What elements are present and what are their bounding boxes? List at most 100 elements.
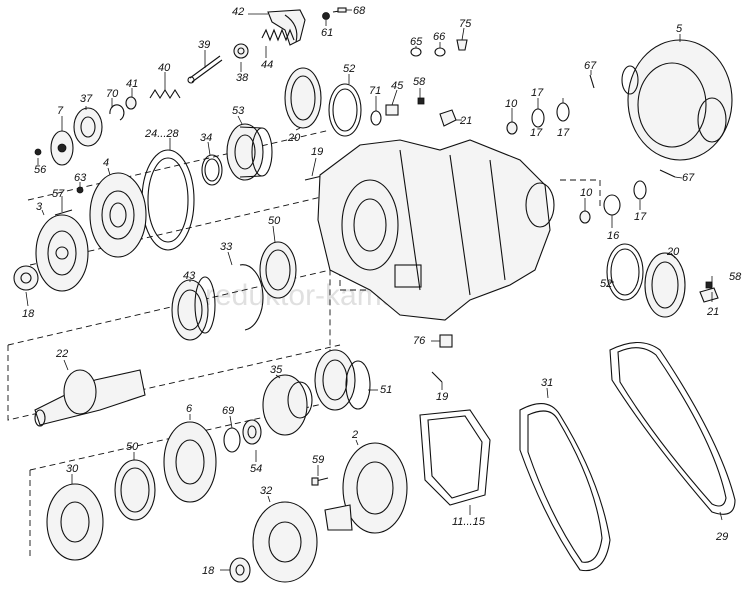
part-50-seal-upper [259, 241, 297, 299]
part-18-nut-lower [229, 557, 251, 583]
callout-50-b: 50 [126, 441, 139, 453]
part-37-cover [73, 107, 103, 147]
callout-11-15: 11...15 [452, 516, 486, 528]
part-71-washer [370, 110, 382, 126]
part-6-clutch-hub [163, 421, 217, 503]
callout-52: 52 [343, 63, 355, 75]
part-69-ring [223, 427, 241, 453]
callout-42: 42 [232, 6, 244, 18]
part-29-gasket [609, 341, 736, 515]
callout-44: 44 [261, 59, 273, 71]
part-21-plate [439, 109, 457, 127]
callout-7: 7 [57, 105, 64, 117]
part-56-bolt [34, 148, 42, 156]
part-63-pin [76, 186, 84, 194]
callout-6: 6 [186, 403, 193, 415]
part-58-bolt [417, 97, 425, 105]
callout-67-b: 67 [682, 172, 695, 184]
callout-19-b: 19 [436, 391, 448, 403]
part-44-spring [261, 28, 295, 42]
callout-51: 51 [380, 384, 392, 396]
part-17-ring-a [531, 108, 545, 128]
part-16-lock [603, 194, 621, 216]
part-20-synchro-ring [284, 67, 322, 129]
callout-16: 16 [607, 230, 620, 242]
callout-58-b: 58 [729, 271, 742, 283]
part-19-pin-lower [431, 371, 443, 383]
callout-68: 68 [353, 5, 366, 17]
part-24-28-gasket [141, 149, 195, 251]
part-10-washer-lower [579, 210, 591, 224]
callout-17-b: 17 [557, 127, 570, 139]
part-32-gear [252, 501, 318, 583]
callout-67: 67 [584, 60, 597, 72]
callout-39: 39 [198, 39, 210, 51]
callout-2: 2 [351, 429, 358, 441]
part-67-pin-lower [659, 169, 676, 178]
callout-17: 17 [531, 87, 544, 99]
callout-52-b: 52 [600, 278, 612, 290]
part-21-plate-right [699, 287, 719, 303]
part-45-plug [385, 104, 399, 116]
part-59-bolt [311, 477, 329, 486]
callout-17-a: 17 [530, 127, 543, 139]
part-52-ring-right [606, 243, 644, 301]
part-41-washer [125, 96, 137, 110]
callout-5: 5 [676, 23, 683, 35]
callout-38: 38 [236, 72, 249, 84]
callout-54: 54 [250, 463, 262, 475]
callout-31: 31 [541, 377, 553, 389]
part-20-synchro-ring-right [644, 252, 686, 318]
part-58-bolt-right [705, 281, 713, 289]
part-19-pin [304, 175, 323, 181]
part-38-bushing [233, 43, 249, 59]
callout-3: 3 [36, 201, 43, 213]
callout-18: 18 [22, 308, 35, 320]
callout-22: 22 [55, 348, 68, 360]
callout-61: 61 [321, 27, 333, 39]
part-33-snap-ring [239, 264, 264, 331]
part-76-plug [439, 334, 453, 348]
callout-10: 10 [505, 98, 518, 110]
part-66-washer [434, 47, 446, 57]
callout-32: 32 [260, 485, 272, 497]
callout-20-b: 20 [666, 246, 680, 258]
callout-33: 33 [220, 241, 233, 253]
callout-37: 37 [80, 93, 93, 105]
part-34-ring [201, 154, 223, 186]
part-67-pin-upper [589, 74, 595, 89]
part-2-output-gear [324, 442, 408, 534]
callout-24-28: 24...28 [144, 128, 180, 140]
callout-58: 58 [413, 76, 426, 88]
part-11-15-gasket [419, 409, 491, 506]
callout-17-c: 17 [634, 211, 647, 223]
part-42-shift-fork [267, 9, 306, 46]
part-50-seal-lower [114, 459, 156, 521]
callout-34: 34 [200, 132, 212, 144]
callout-76: 76 [413, 335, 426, 347]
callout-18-b: 18 [202, 565, 215, 577]
callout-70: 70 [106, 88, 119, 100]
part-17-ring-c [633, 180, 647, 200]
transfer-case-housing [317, 139, 555, 321]
part-17-ring-b [556, 102, 570, 122]
part-4-cover [89, 172, 147, 258]
callout-21: 21 [459, 115, 472, 127]
callout-71: 71 [369, 85, 381, 97]
part-30-gear [46, 483, 104, 561]
callout-53: 53 [232, 105, 245, 117]
part-5-differential-gear [621, 39, 733, 161]
part-70-snap-ring [109, 104, 125, 121]
callout-45: 45 [391, 80, 404, 92]
callout-50: 50 [268, 215, 281, 227]
callout-35: 35 [270, 364, 283, 376]
callout-57: 57 [52, 188, 65, 200]
callout-65: 65 [410, 36, 423, 48]
callout-56: 56 [34, 164, 47, 176]
part-68-pin [332, 7, 347, 13]
part-57-pin [54, 209, 73, 216]
part-51-bearing [314, 349, 371, 411]
part-75-breather [456, 39, 468, 51]
